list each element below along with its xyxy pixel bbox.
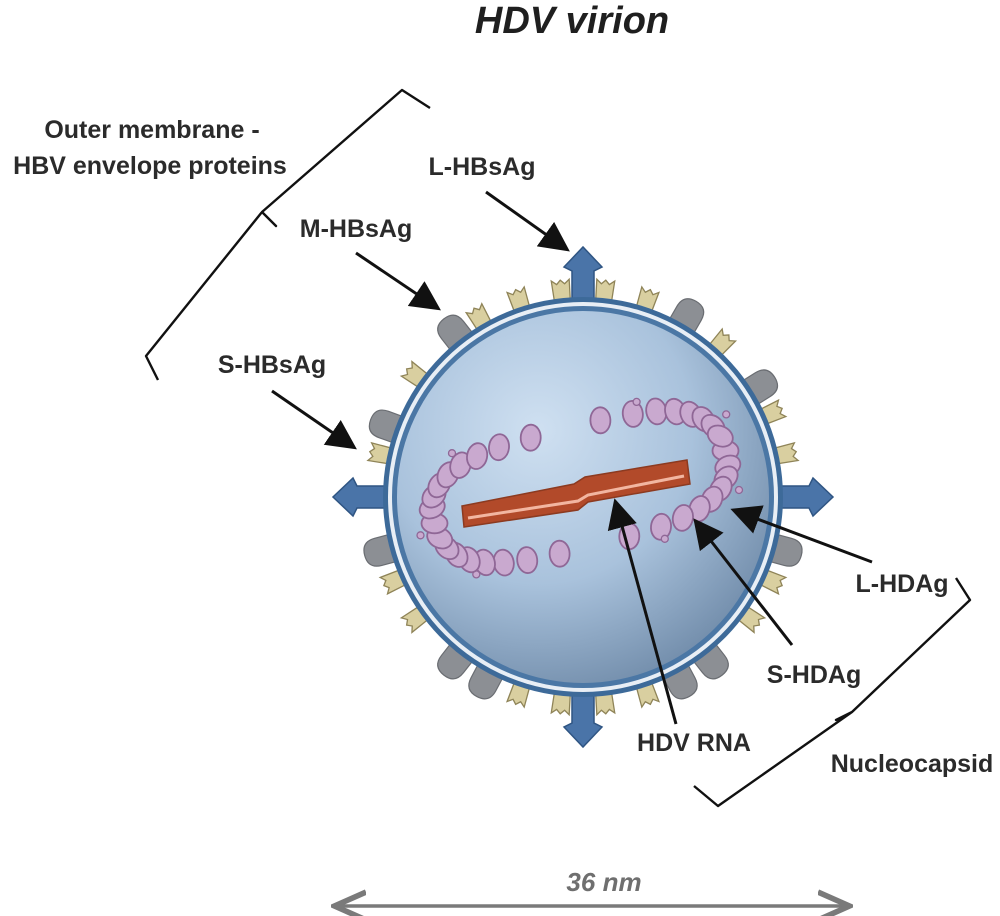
hdag-bead [621, 400, 644, 428]
hdag-bead [488, 433, 510, 462]
label-l-hdag: L-HDAg [855, 570, 948, 598]
m-hbsag-protein [740, 369, 779, 406]
s-hbsag-protein [774, 441, 800, 465]
nucleocapsid-bracket [693, 577, 972, 808]
s-hbsag-protein [759, 569, 788, 596]
s-hbsag-protein [595, 692, 616, 717]
label-outer-membrane-line1: Outer membrane - [44, 116, 259, 144]
label-s-hdag: S-HDAg [767, 661, 861, 689]
arrow-hdv-rna [607, 498, 678, 725]
l-hdag-knob [722, 410, 731, 419]
hdag-bead [589, 406, 612, 435]
m-hbsag-protein [437, 314, 475, 353]
arrow-s-hbsag [271, 389, 357, 450]
s-hbsag-protein [378, 569, 407, 596]
m-hbsag-protein [668, 298, 705, 336]
hdag-bead [516, 546, 539, 574]
l-hbsag-protein [776, 476, 835, 518]
l-hbsag-protein [331, 476, 390, 518]
label-outer-membrane-line2: HBV envelope proteins [13, 152, 287, 180]
l-hdag-knob [416, 531, 425, 540]
hdag-bead [466, 442, 489, 470]
outer-membrane-bracket [144, 88, 431, 381]
diagram-title: HDV virion [475, 0, 669, 42]
hdag-bead [449, 451, 472, 479]
l-hdag-knob [660, 534, 669, 543]
hdag-bead [519, 423, 542, 452]
arrow-s-hdag [693, 518, 794, 646]
l-hdag-knob [632, 397, 641, 407]
arrow-l-hdag [730, 505, 873, 564]
s-hbsag-protein [550, 692, 571, 717]
hdv-rna-genome [461, 459, 691, 528]
label-hdv-rna: HDV RNA [637, 729, 751, 757]
nucleocapsid-ring [416, 397, 744, 579]
m-hbsag-protein [437, 641, 475, 680]
pointer-arrows [271, 190, 873, 725]
label-nucleocapsid: Nucleocapsid [831, 750, 994, 778]
s-hbsag-protein [505, 285, 531, 312]
scale-bar-label: 36 nm [566, 867, 641, 897]
s-hbsag-protein [759, 398, 788, 425]
l-hdag-knob [447, 449, 457, 458]
s-hbsag-protein [366, 441, 392, 465]
hdag-bead [548, 539, 571, 568]
scale-bar: 36 nm [338, 867, 846, 906]
label-s-hbsag: S-HBsAg [218, 351, 326, 379]
label-l-hbsag: L-HBsAg [429, 153, 536, 181]
l-hdag-knob [734, 485, 744, 495]
label-m-hbsag: M-HBsAg [300, 215, 413, 243]
arrow-l-hbsag [485, 190, 570, 252]
hdag-bead [706, 424, 734, 448]
s-hbsag-protein [635, 682, 661, 709]
s-hbsag-protein [595, 277, 616, 302]
s-hbsag-protein [635, 285, 661, 312]
arrow-m-hbsag [355, 251, 441, 311]
hdag-bead [650, 512, 672, 541]
m-hbsag-protein [691, 641, 729, 680]
s-hbsag-protein [550, 277, 571, 302]
s-hbsag-protein [505, 682, 531, 709]
hdag-bead [671, 504, 694, 532]
